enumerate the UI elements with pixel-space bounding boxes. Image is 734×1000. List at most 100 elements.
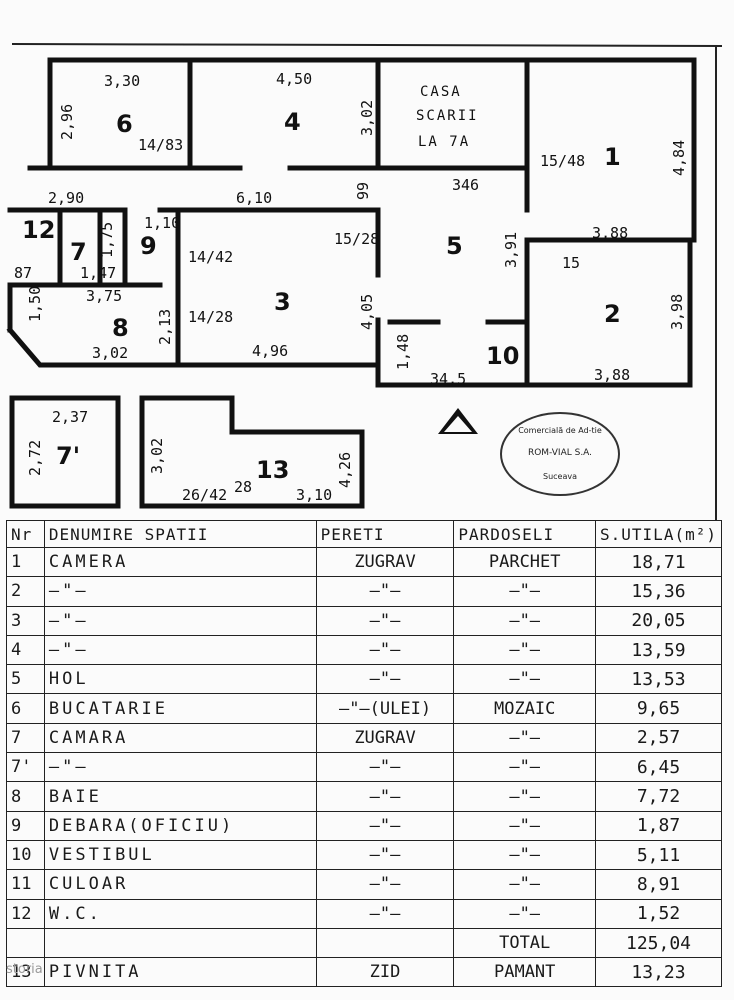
svg-text:28: 28 bbox=[234, 478, 252, 496]
svg-text:15: 15 bbox=[562, 254, 580, 272]
stair-label-line-3: LA 7A bbox=[418, 134, 470, 150]
room-number-5: 5 bbox=[446, 232, 463, 260]
row-denumire: HOL bbox=[43, 664, 317, 695]
row-pardoseli: —"— bbox=[453, 839, 597, 871]
row-denumire: —"— bbox=[43, 634, 317, 666]
svg-text:2,90: 2,90 bbox=[48, 189, 84, 207]
room-number-10: 10 bbox=[486, 342, 519, 370]
row-suprafata: 2,57 bbox=[595, 722, 722, 754]
row-denumire: —"— bbox=[43, 752, 317, 783]
svg-text:87: 87 bbox=[14, 264, 32, 282]
header-denumire: DENUMIRE SPATII bbox=[43, 520, 317, 548]
row-nr: 3 bbox=[6, 605, 45, 636]
svg-text:2,37: 2,37 bbox=[52, 408, 88, 426]
svg-text:3,02: 3,02 bbox=[358, 100, 376, 136]
svg-text:3,10: 3,10 bbox=[296, 486, 332, 504]
room-number-4: 4 bbox=[284, 108, 301, 136]
row-pereti: ZUGRAV bbox=[315, 546, 455, 578]
room-number-12: 12 bbox=[22, 216, 55, 244]
row-denumire: CAMARA bbox=[43, 722, 317, 754]
svg-text:1,48: 1,48 bbox=[394, 334, 412, 370]
row-pereti bbox=[315, 927, 455, 959]
table-row: 3—"——"——"—20,05 bbox=[6, 605, 722, 636]
border-top bbox=[11, 43, 723, 47]
room-number-8: 8 bbox=[112, 314, 129, 342]
svg-text:3,02: 3,02 bbox=[148, 438, 166, 474]
row-suprafata: 125,04 bbox=[595, 927, 722, 959]
row-nr: 7 bbox=[6, 722, 45, 754]
row-denumire: BUCATARIE bbox=[43, 693, 317, 724]
row-pardoseli: TOTAL bbox=[453, 927, 597, 959]
svg-text:1,75: 1,75 bbox=[98, 222, 116, 258]
row-pardoseli: —"— bbox=[453, 810, 597, 841]
header-nr: Nr bbox=[6, 520, 45, 548]
svg-text:346: 346 bbox=[452, 176, 479, 194]
svg-text:14/42: 14/42 bbox=[188, 248, 233, 266]
svg-text:3,98: 3,98 bbox=[668, 294, 686, 330]
table-row: 2—"——"——"—15,36 bbox=[6, 576, 722, 607]
row-nr: 10 bbox=[6, 839, 45, 871]
row-nr: 5 bbox=[6, 664, 45, 695]
header-pereti: PERETI bbox=[315, 520, 455, 548]
floor-plan-drawing: 6 4 1 5 3 2 8 10 7 9 12 7' 13 CASA SCARI… bbox=[6, 43, 723, 520]
room-number-3: 3 bbox=[274, 288, 291, 316]
row-pardoseli: —"— bbox=[453, 898, 597, 929]
row-pardoseli: —"— bbox=[453, 576, 597, 607]
row-pereti: ZID bbox=[315, 957, 455, 988]
dimension-labels: 3,30 2,96 14/83 4,50 3,02 346 15/48 4,84… bbox=[14, 70, 688, 504]
row-suprafata: 13,53 bbox=[595, 664, 722, 695]
row-denumire: —"— bbox=[43, 605, 317, 636]
table-row: 4—"——"——"—13,59 bbox=[6, 634, 722, 666]
row-pereti: —"— bbox=[315, 576, 455, 607]
table-header-row: Nr DENUMIRE SPATII PERETI PARDOSELI S.UT… bbox=[6, 520, 722, 548]
svg-text:4,84: 4,84 bbox=[670, 140, 688, 176]
row-denumire: DEBARA(OFICIU) bbox=[43, 810, 317, 841]
row-pardoseli: —"— bbox=[453, 605, 597, 636]
row-nr: 12 bbox=[6, 898, 45, 929]
row-nr: 2 bbox=[6, 576, 45, 607]
svg-text:14/83: 14/83 bbox=[138, 136, 183, 154]
svg-text:1,10: 1,10 bbox=[144, 214, 180, 232]
row-denumire: —"— bbox=[43, 576, 317, 607]
row-pereti: —"— bbox=[315, 810, 455, 841]
row-denumire bbox=[43, 927, 317, 959]
row-suprafata: 5,11 bbox=[595, 839, 722, 871]
row-suprafata: 9,65 bbox=[595, 693, 722, 724]
row-suprafata: 1,52 bbox=[595, 898, 722, 929]
svg-text:4,50: 4,50 bbox=[276, 70, 312, 88]
row-suprafata: 8,91 bbox=[595, 869, 722, 900]
header-suprafata: S.UTILA(m²) bbox=[595, 520, 722, 548]
row-pereti: —"—(ULEI) bbox=[315, 693, 455, 724]
svg-text:1,50: 1,50 bbox=[26, 286, 44, 322]
svg-text:3,02: 3,02 bbox=[92, 344, 128, 362]
row-nr: 8 bbox=[6, 781, 45, 812]
svg-text:3,88: 3,88 bbox=[592, 224, 628, 242]
row-suprafata: 18,71 bbox=[595, 546, 722, 578]
row-suprafata: 13,23 bbox=[595, 957, 722, 988]
row-pardoseli: —"— bbox=[453, 634, 597, 666]
row-suprafata: 1,87 bbox=[595, 810, 722, 841]
room-number-13: 13 bbox=[256, 456, 289, 484]
walls bbox=[6, 57, 697, 509]
row-nr: 1 bbox=[6, 546, 45, 578]
row-pardoseli: —"— bbox=[453, 664, 597, 695]
svg-text:4,05: 4,05 bbox=[358, 294, 376, 330]
svg-text:4,96: 4,96 bbox=[252, 342, 288, 360]
svg-text:2,13: 2,13 bbox=[156, 309, 174, 345]
svg-text:2,72: 2,72 bbox=[26, 440, 44, 476]
svg-text:34,5: 34,5 bbox=[430, 370, 466, 388]
stair-label-line-2: SCARII bbox=[416, 108, 479, 124]
svg-text:15/48: 15/48 bbox=[540, 152, 585, 170]
row-denumire: W.C. bbox=[43, 898, 317, 929]
row-pereti: —"— bbox=[315, 664, 455, 695]
row-pardoseli: MOZAIC bbox=[453, 693, 597, 724]
svg-text:3,91: 3,91 bbox=[502, 232, 520, 268]
svg-text:6,10: 6,10 bbox=[236, 189, 272, 207]
row-suprafata: 7,72 bbox=[595, 781, 722, 812]
